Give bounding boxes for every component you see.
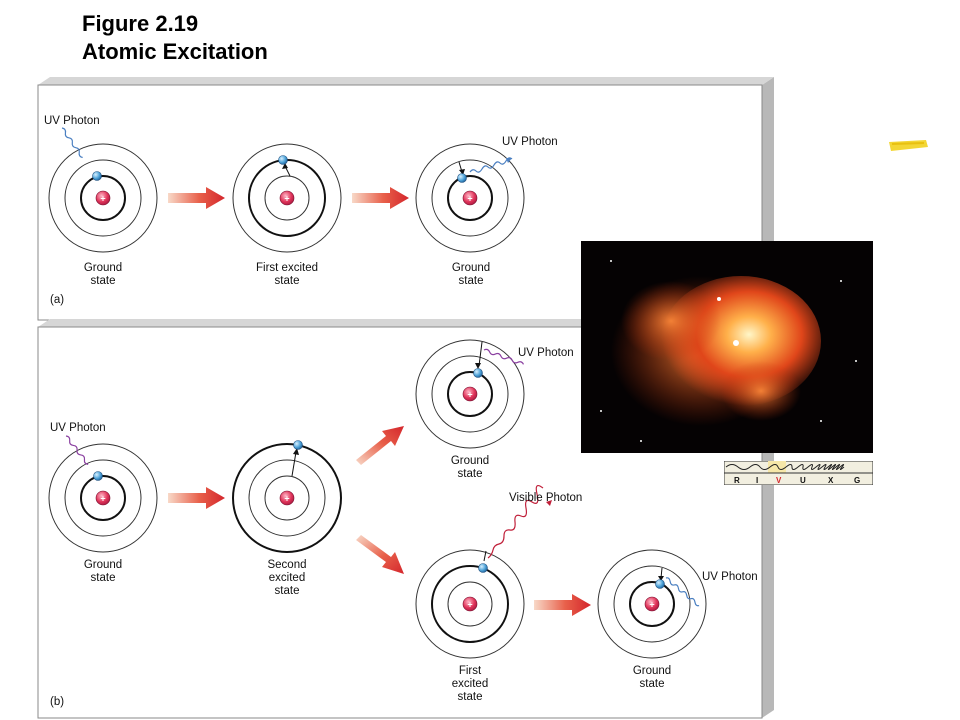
label-state-a1-l2: state: [91, 275, 116, 287]
label-state-b5-l2: state: [640, 678, 665, 690]
label-state-b4-l2: excited: [452, 678, 488, 690]
uv-wave-out: [469, 157, 513, 173]
nebula-image: [581, 241, 873, 453]
atom-first-excited-b4: +: [415, 484, 552, 659]
label-state-b2-l3: state: [275, 585, 300, 597]
label-state-b4-l3: state: [458, 691, 483, 703]
nucleus: [462, 190, 478, 206]
nucleus: [644, 596, 660, 612]
electron: [93, 471, 103, 481]
atom-first-excited-a2: +: [232, 143, 342, 253]
svg-text:+: +: [100, 494, 105, 504]
electron: [473, 368, 483, 378]
nucleus: [95, 190, 111, 206]
svg-text:+: +: [467, 390, 472, 400]
electron: [478, 563, 488, 573]
label-state-b5-l1: Ground: [633, 665, 671, 677]
nucleus: [279, 490, 295, 506]
label-uv-photon-a-in: UV Photon: [44, 115, 100, 127]
label-uv-photon-b-top: UV Photon: [518, 347, 574, 359]
label-uv-photon-a-out: UV Photon: [502, 136, 558, 148]
uv-wave-out: [665, 577, 700, 607]
transition-arrow-a1: [168, 187, 225, 209]
label-state-b3-l1: Ground: [451, 455, 489, 467]
panel-a-top: [38, 77, 774, 85]
panel-b-tag: (b): [50, 696, 64, 708]
label-state-a2-l1: First excited: [256, 262, 318, 274]
panel-a-tag: (a): [50, 294, 64, 306]
band-r: R: [734, 476, 740, 485]
transition-arrow-a2: [352, 187, 409, 209]
label-state-b3-l2: state: [458, 468, 483, 480]
band-x: X: [828, 476, 834, 485]
atom-ground-b3: +: [415, 339, 525, 449]
atom-ground-b5: +: [597, 549, 707, 659]
spectrum-indicator: R I V U X G: [723, 460, 874, 486]
atom-ground-b1: +: [48, 435, 158, 553]
band-v: V: [776, 476, 782, 485]
atom-ground-a3: +: [415, 143, 525, 253]
uv-wave-in: [61, 127, 83, 159]
nucleus: [279, 190, 295, 206]
svg-text:+: +: [467, 194, 472, 204]
figure-caption: Atomic Excitation: [82, 39, 268, 64]
transition-arrow-b4: [534, 594, 591, 616]
nucleus: [462, 386, 478, 402]
label-state-a3-l1: Ground: [452, 262, 490, 274]
electron: [655, 579, 665, 589]
spectrum-bar: R I V U X G: [723, 460, 874, 486]
label-state-b4-l1: First: [459, 665, 482, 677]
transition-arrow-b1: [168, 487, 225, 509]
uv-wave-out: [483, 348, 525, 365]
svg-text:+: +: [100, 194, 105, 204]
label-state-a2-l2: state: [275, 275, 300, 287]
svg-text:+: +: [649, 600, 654, 610]
label-uv-photon-b-in: UV Photon: [50, 422, 106, 434]
transition-arrow-b-down: [356, 535, 404, 574]
nucleus: [462, 596, 478, 612]
label-state-b2-l2: excited: [269, 572, 305, 584]
electron: [92, 171, 102, 181]
label-state-b1-l1: Ground: [84, 559, 122, 571]
svg-text:+: +: [284, 194, 289, 204]
atom-second-excited-b2: +: [232, 440, 342, 553]
label-state-a1-l1: Ground: [84, 262, 122, 274]
band-i: I: [756, 476, 758, 485]
label-state-b2-l1: Second: [267, 559, 306, 571]
svg-text:+: +: [284, 494, 289, 504]
highlighter-mark: [888, 138, 928, 152]
uv-wave-in: [65, 435, 89, 465]
electron: [278, 155, 288, 165]
nebula-photo: [581, 241, 873, 453]
visible-wave: [487, 484, 544, 559]
label-visible-photon: Visible Photon: [509, 492, 582, 504]
label-state-a3-l2: state: [459, 275, 484, 287]
electron: [293, 440, 303, 450]
atom-ground-a1: +: [48, 127, 158, 253]
nucleus: [95, 490, 111, 506]
band-g: G: [854, 476, 860, 485]
svg-text:+: +: [467, 600, 472, 610]
electron: [457, 173, 467, 183]
transition-arrow-b-up: [356, 426, 404, 465]
label-state-b1-l2: state: [91, 572, 116, 584]
figure-title: Figure 2.19 Atomic Excitation: [82, 10, 268, 66]
band-u: U: [800, 476, 806, 485]
figure-number: Figure 2.19: [82, 11, 199, 36]
label-uv-photon-b-out: UV Photon: [702, 571, 758, 583]
